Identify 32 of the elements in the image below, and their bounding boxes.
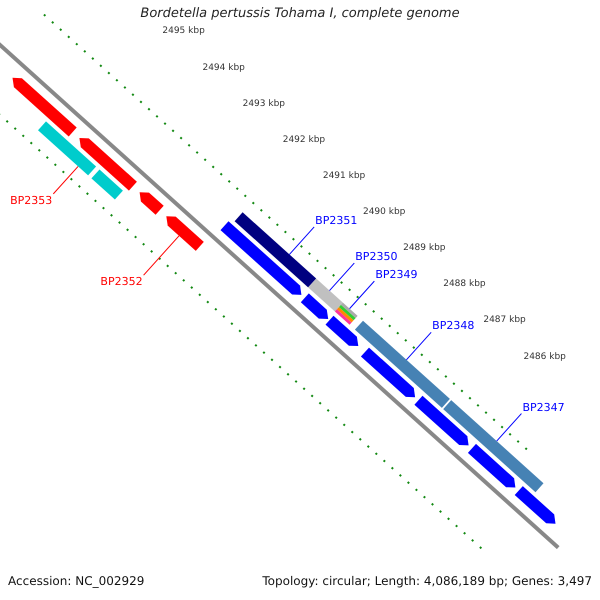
leader-line (496, 413, 522, 442)
scale-label: 2493 kbp (242, 98, 286, 110)
gene-label: BP2347 (522, 400, 565, 414)
gene-label: BP2352 (100, 275, 143, 288)
leader-line (143, 235, 180, 276)
scale-label: 2489 kbp (403, 243, 446, 254)
leader-line (349, 280, 375, 310)
gene-bar (166, 216, 204, 251)
gene-label: BP2350 (355, 250, 398, 264)
scale-label: 2492 kbp (282, 134, 326, 146)
leader-line (329, 262, 355, 292)
scale-label: 2486 kbp (523, 352, 566, 362)
leader-line (288, 226, 315, 255)
gene-label: BP2351 (315, 214, 358, 228)
scale-label: 2487 kbp (483, 315, 526, 326)
leader-line (406, 332, 432, 360)
gene-label: BP2348 (432, 319, 474, 332)
gene-bar (234, 212, 316, 288)
scale-label: 2491 kbp (322, 170, 366, 182)
genome-info-text: Topology: circular; Length: 4,086,189 bp; Genes: 3,497 (262, 574, 592, 588)
accession-text: Accession: NC_002929 (8, 574, 144, 588)
scale-label: 2488 kbp (443, 279, 486, 290)
gene-bar (38, 121, 96, 176)
gene-bar (308, 278, 343, 312)
leader-line (52, 166, 79, 194)
gene-label: BP2353 (10, 194, 52, 208)
scale-label: 2495 kbp (162, 26, 205, 38)
gene-label: BP2349 (375, 268, 418, 282)
scale-label: 2494 kbp (202, 62, 245, 74)
gene-stripes (334, 302, 358, 325)
title: Bordetella pertussis Tohama I, complete genome (140, 6, 460, 22)
scale-label: 2490 kbp (362, 207, 406, 218)
